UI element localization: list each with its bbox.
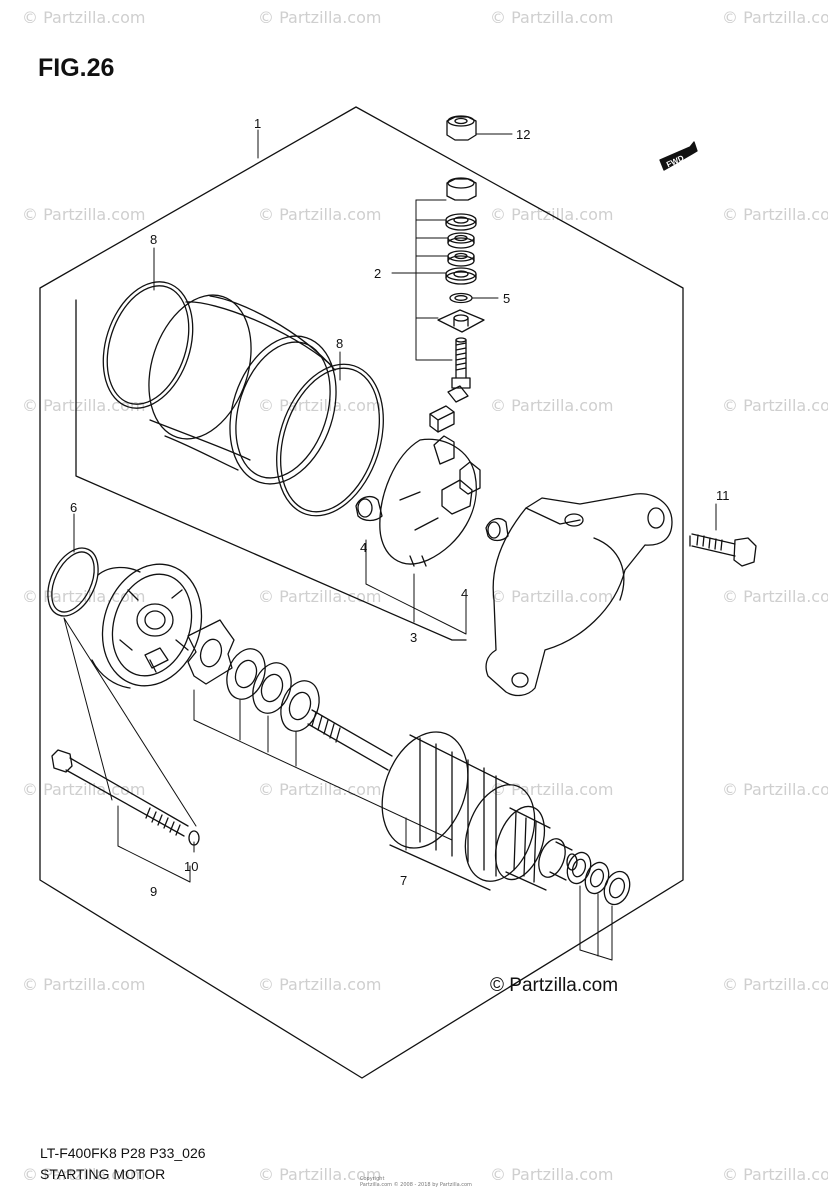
watermark: © Partzilla.com [22,1165,146,1184]
callout-label: 4 [461,586,468,601]
watermark: © Partzilla.com [490,8,614,27]
callout-label: 12 [516,127,530,142]
callout-label: 3 [410,630,417,645]
callout-label: 4 [360,540,367,555]
callout-label: 1 [254,116,261,131]
shim-washers [226,648,320,732]
insulator-plate-part [437,309,485,333]
terminal-nut-part [446,177,477,201]
brush-holder-part [355,435,509,567]
watermark: © Partzilla.com [490,780,614,799]
copyright-mark: © Partzilla.com [490,975,619,996]
fine-print-line: Partzilla.com © 2008 - 2018 by Partzilla… [360,1182,472,1188]
watermark: © Partzilla.com [22,780,146,799]
callout-label: 6 [70,500,77,515]
callout-label: 7 [400,873,407,888]
callout-label: 8 [336,336,343,351]
watermark: © Partzilla.com [722,587,828,606]
terminal-bolt-part [447,337,471,403]
fine-print: Copyright Partzilla.com © 2008 - 2018 by… [360,1176,472,1188]
o-ring-part [449,292,473,304]
watermark: © Partzilla.com [22,205,146,224]
callout-labels: 1 2 3 4 4 5 6 7 8 8 9 10 11 12 [70,116,730,899]
watermark: © Partzilla.com [490,396,614,415]
o-ring-front-part [47,547,99,617]
watermark: © Partzilla.com [722,205,828,224]
watermark: © Partzilla.com [258,780,382,799]
brush-part [429,405,455,433]
watermark: © Partzilla.com [258,8,382,27]
watermark: © Partzilla.com [258,205,382,224]
end-cover-part [485,493,673,697]
callout-label: 2 [374,266,381,281]
rear-shim-washers [566,851,631,906]
nut-part [446,115,477,141]
watermark: © Partzilla.com [722,975,828,994]
model-code: LT-F400FK8 P28 P33_026 [40,1145,206,1161]
watermark: © Partzilla.com [722,396,828,415]
watermark: © Partzilla.com [258,975,382,994]
watermark: © Partzilla.com [258,396,382,415]
watermark: © Partzilla.com [722,8,828,27]
watermark: © Partzilla.com [722,1165,828,1184]
armature-part [307,709,578,891]
watermark: © Partzilla.com [258,1165,382,1184]
assembly-outline [39,106,684,1079]
watermark: © Partzilla.com [258,587,382,606]
figure-title: FIG.26 [38,54,115,82]
watermark: © Partzilla.com [490,1165,614,1184]
watermark: © Partzilla.com [22,396,146,415]
bolt-part [689,533,757,567]
callout-label: 11 [716,488,730,503]
leader-lines [63,129,717,961]
callout-label: 9 [150,884,157,899]
callout-label: 10 [184,859,198,874]
section-name: STARTING MOTOR [40,1166,166,1182]
washer-stack [445,213,477,285]
case-bracket [75,299,467,641]
callout-label: 5 [503,291,510,306]
motor-case-part [148,294,337,485]
o-ring-right-part [276,363,384,517]
lock-washer-part [187,619,235,685]
fine-print-line: Copyright [360,1176,385,1182]
through-bolt-part [51,749,200,846]
watermark: © Partzilla.com [22,975,146,994]
o-ring-left-part [102,281,194,409]
forward-arrow-icon [659,141,698,171]
watermark: © Partzilla.com [490,587,614,606]
watermark: © Partzilla.com [490,205,614,224]
watermark: © Partzilla.com [22,8,146,27]
front-housing-part [91,563,203,689]
callout-label: 8 [150,232,157,247]
watermark: © Partzilla.com [722,780,828,799]
